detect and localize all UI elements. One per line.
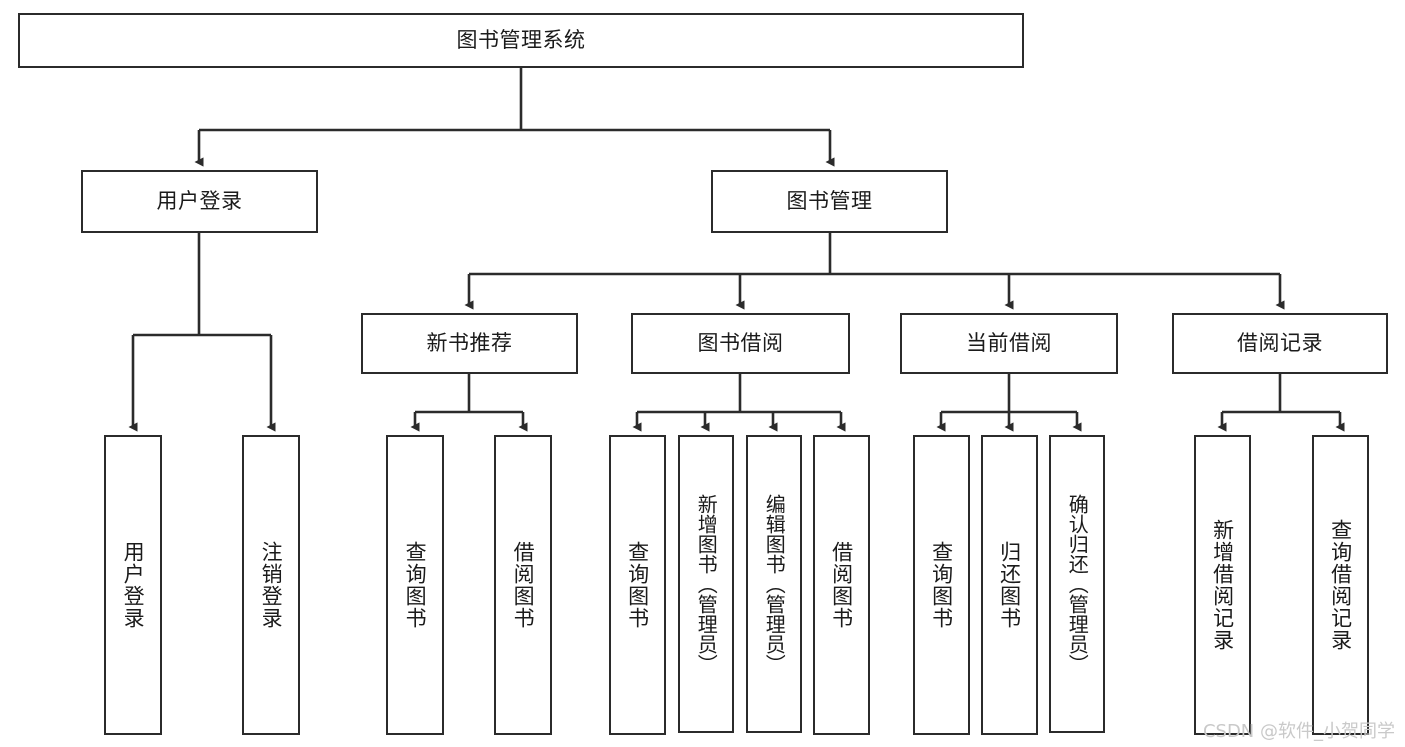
node-root-library-system[interactable]: 图书管理系统: [18, 13, 1024, 68]
leaf-user-login[interactable]: 用户登录: [104, 435, 162, 735]
node-current-borrow[interactable]: 当前借阅: [900, 313, 1118, 374]
leaf-return-book[interactable]: 归还图书: [981, 435, 1038, 735]
node-label: 编辑图书（管理员）: [762, 494, 787, 674]
node-label: 注销登录: [259, 541, 284, 629]
node-label: 当前借阅: [966, 331, 1052, 356]
leaf-query-book-current[interactable]: 查询图书: [913, 435, 970, 735]
leaf-query-borrow-record[interactable]: 查询借阅记录: [1312, 435, 1369, 735]
node-label: 用户登录: [156, 189, 243, 214]
node-label: 借阅记录: [1237, 331, 1323, 356]
node-label: 用户登录: [121, 541, 146, 629]
leaf-add-borrow-record[interactable]: 新增借阅记录: [1194, 435, 1251, 735]
node-label: 借阅图书: [829, 541, 854, 629]
node-label: 图书借阅: [697, 331, 784, 356]
node-label: 查询借阅记录: [1328, 519, 1353, 651]
leaf-borrow-book-newbook[interactable]: 借阅图书: [494, 435, 552, 735]
node-label: 图书管理: [786, 189, 873, 214]
csdn-watermark: CSDN @软件_小贺同学: [1202, 721, 1395, 742]
leaf-add-book-admin[interactable]: 新增图书（管理员）: [678, 435, 734, 733]
node-label: 新增图书（管理员）: [694, 494, 719, 674]
node-label: 查询图书: [625, 541, 650, 629]
node-label: 查询图书: [929, 541, 954, 629]
node-borrow-records[interactable]: 借阅记录: [1172, 313, 1388, 374]
node-label: 借阅图书: [511, 541, 536, 629]
node-label: 查询图书: [403, 541, 428, 629]
leaf-query-book-newbook[interactable]: 查询图书: [386, 435, 444, 735]
leaf-query-book-borrow[interactable]: 查询图书: [609, 435, 666, 735]
node-user-login[interactable]: 用户登录: [81, 170, 318, 233]
node-new-book-recommendation[interactable]: 新书推荐: [361, 313, 578, 374]
node-label: 新书推荐: [426, 331, 513, 356]
leaf-borrow-book[interactable]: 借阅图书: [813, 435, 870, 735]
node-book-borrow[interactable]: 图书借阅: [631, 313, 850, 374]
node-label: 归还图书: [997, 541, 1022, 629]
leaf-confirm-return-admin[interactable]: 确认归还（管理员）: [1049, 435, 1105, 733]
node-book-management[interactable]: 图书管理: [711, 170, 948, 233]
node-label: 新增借阅记录: [1210, 519, 1235, 651]
leaf-edit-book-admin[interactable]: 编辑图书（管理员）: [746, 435, 802, 733]
node-label: 确认归还（管理员）: [1065, 494, 1090, 674]
leaf-logout[interactable]: 注销登录: [242, 435, 300, 735]
node-label: 图书管理系统: [456, 28, 586, 53]
